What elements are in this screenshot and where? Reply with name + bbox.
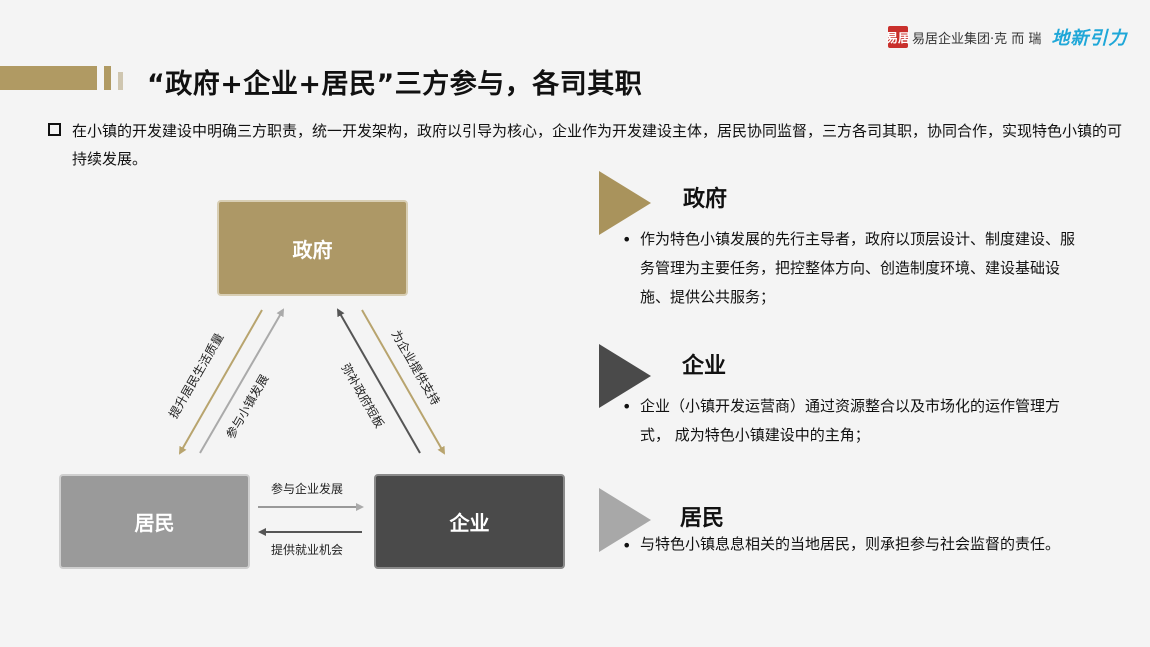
seal-logo: 易居 bbox=[886, 26, 910, 48]
triangle-marker-ent bbox=[599, 344, 651, 408]
node-government: 政府 bbox=[217, 200, 408, 296]
arrow-gov-to-res bbox=[179, 309, 263, 455]
company-logo: 易居 易居企业集团·克 而 瑞 地新引力 bbox=[886, 24, 1128, 50]
node-residents: 居民 bbox=[59, 474, 250, 569]
node-enterprise: 企业 bbox=[374, 474, 565, 569]
square-bullet-icon bbox=[48, 123, 61, 136]
section-text-gov: 作为特色小镇发展的先行主导者，政府以顶层设计、制度建设、服务管理为主要任务，把控… bbox=[640, 230, 1076, 306]
edge-label-ent-to-res: 提供就业机会 bbox=[271, 543, 344, 557]
arrow-res-to-gov bbox=[199, 308, 285, 454]
triangle-marker-gov bbox=[599, 171, 651, 235]
page-title: “政府+企业+居民”三方参与，各司其职 bbox=[147, 69, 643, 100]
bullet-dot: • bbox=[622, 397, 632, 416]
section-title-gov: 政府 bbox=[683, 187, 728, 212]
logo-company-name: 易居企业集团·克 而 瑞 bbox=[912, 31, 1042, 47]
section-text-ent: 企业（小镇开发运营商）通过资源整合以及市场化的运作管理方式， 成为特色小镇建设中… bbox=[640, 397, 1061, 444]
section-text-res: 与特色小镇息息相关的当地居民，则承担参与社会监督的责任。 bbox=[640, 535, 1061, 553]
bullet-dot: • bbox=[622, 536, 632, 555]
edge-label-res-to-ent: 参与企业发展 bbox=[271, 482, 344, 496]
logo-brand: 地新引力 bbox=[1051, 28, 1128, 49]
arrow-ent-to-gov bbox=[337, 308, 421, 454]
section-title-res: 居民 bbox=[680, 506, 725, 531]
section-title-ent: 企业 bbox=[682, 354, 727, 379]
triangle-marker-res bbox=[599, 488, 651, 552]
bullet-dot: • bbox=[622, 230, 632, 249]
header-bar-accent-light bbox=[118, 72, 123, 90]
header-bar bbox=[0, 66, 97, 90]
intro-text: 在小镇的开发建设中明确三方职责，统一开发架构，政府以引导为核心，企业作为开发建设… bbox=[72, 122, 1123, 168]
arrow-gov-to-ent bbox=[361, 309, 445, 455]
header-bar-accent bbox=[104, 66, 111, 90]
